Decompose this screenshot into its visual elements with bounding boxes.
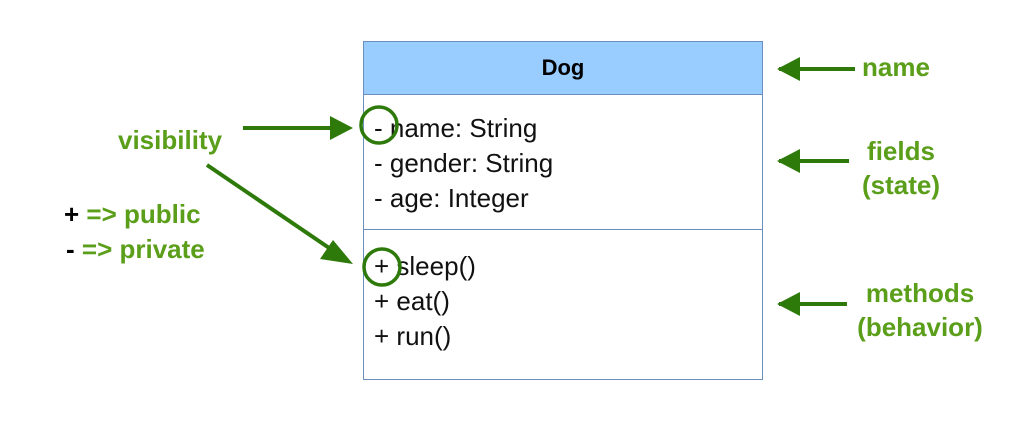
field-gender: - gender: String: [374, 148, 554, 178]
fields-annotation: fields (state): [855, 134, 947, 202]
public-text: => public: [86, 199, 201, 229]
field-age: - age: Integer: [374, 183, 529, 213]
visibility-method-arrow: [205, 163, 353, 264]
class-name: Dog: [364, 42, 762, 95]
methods-annotation-line2: (behavior): [857, 312, 983, 342]
method-run: + run(): [374, 321, 452, 351]
private-symbol: -: [66, 234, 75, 264]
fields-annotation-line1: fields: [867, 136, 935, 166]
methods-arrow: [777, 292, 847, 316]
legend-private: - => private: [66, 232, 205, 267]
method-sleep: + sleep(): [374, 251, 476, 281]
name-arrow: [777, 57, 855, 81]
fields-annotation-line2: (state): [861, 170, 940, 200]
methods-annotation-line1: methods: [865, 278, 975, 308]
field-visibility-circle: [359, 105, 399, 145]
methods-compartment: + sleep() + eat() + run(): [364, 230, 762, 354]
public-symbol: +: [64, 199, 80, 229]
methods-annotation: methods (behavior): [848, 276, 992, 344]
fields-compartment: - name: String - gender: String - age: I…: [364, 95, 762, 230]
legend-public: + => public: [64, 197, 201, 232]
visibility-annotation: visibility: [118, 125, 223, 155]
method-eat: + eat(): [374, 286, 450, 316]
uml-class-box: Dog - name: String - gender: String - ag…: [363, 41, 763, 380]
name-annotation: name: [862, 52, 930, 82]
visibility-field-arrow: [243, 116, 353, 140]
method-visibility-circle: [362, 247, 402, 287]
field-name: - name: String: [374, 113, 538, 143]
private-text: => private: [81, 234, 205, 264]
fields-arrow: [777, 149, 849, 173]
